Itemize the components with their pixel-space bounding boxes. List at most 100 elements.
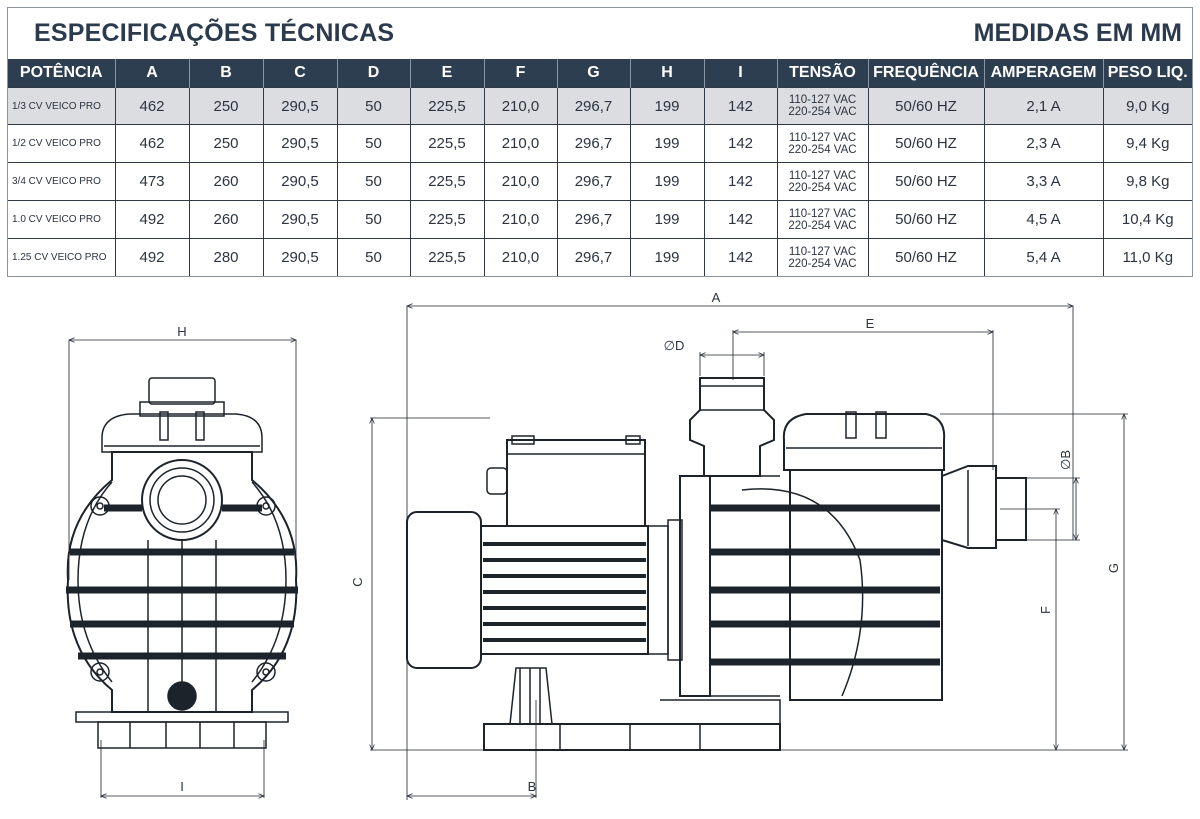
voltage-low: 110-127 VAC xyxy=(788,245,857,258)
cell-h: 199 xyxy=(630,87,705,125)
cell-i: 142 xyxy=(704,124,778,163)
cell-h: 199 xyxy=(630,162,705,201)
col-header: F xyxy=(484,59,558,88)
col-header: G xyxy=(557,59,631,88)
cell-d: 50 xyxy=(337,200,411,239)
cell-h: 199 xyxy=(630,124,705,163)
cell-a: 492 xyxy=(115,200,190,239)
col-header: E xyxy=(410,59,485,88)
weight-cell: 9,0 Kg xyxy=(1103,87,1192,125)
dim-label-b: B xyxy=(528,779,537,794)
cell-b: 280 xyxy=(189,238,264,276)
dim-label-g: G xyxy=(1106,563,1121,573)
col-header: TENSÃO xyxy=(777,59,869,88)
dim-label-i: I xyxy=(180,779,184,794)
col-header: FREQUÊNCIA xyxy=(868,59,985,88)
amperage-cell: 2,1 A xyxy=(984,87,1104,125)
spec-table: POTÊNCIA A B C D E F G H I TENSÃO FREQUÊ… xyxy=(8,59,1192,276)
cell-f: 210,0 xyxy=(484,124,558,163)
amperage-cell: 5,4 A xyxy=(984,238,1104,276)
amperage-cell: 3,3 A xyxy=(984,162,1104,201)
cell-g: 296,7 xyxy=(557,200,631,239)
voltage-low: 110-127 VAC xyxy=(788,94,857,106)
voltage-low: 110-127 VAC xyxy=(788,131,857,144)
col-header: B xyxy=(189,59,264,88)
pump-technical-drawing: H I A E ∅D B C G F ∅B xyxy=(66,290,1128,800)
cell-d: 50 xyxy=(337,162,411,201)
weight-cell: 9,8 Kg xyxy=(1103,162,1192,201)
cell-a: 492 xyxy=(115,238,190,276)
pump-side-view xyxy=(370,306,1128,800)
cell-g: 296,7 xyxy=(557,124,631,163)
spec-sheet: ESPECIFICAÇÕES TÉCNICAS MEDIDAS EM MM PO… xyxy=(7,7,1193,277)
cell-b: 250 xyxy=(189,124,264,163)
model-cell: 1/2 CV VEICO PRO xyxy=(8,124,116,163)
cell-a: 462 xyxy=(115,87,190,125)
cell-f: 210,0 xyxy=(484,162,558,201)
weight-cell: 9,4 Kg xyxy=(1103,124,1192,163)
cell-d: 50 xyxy=(337,124,411,163)
cell-i: 142 xyxy=(704,238,778,276)
frequency-cell: 50/60 HZ xyxy=(868,162,985,201)
model-cell: 1.25 CV VEICO PRO xyxy=(8,238,116,276)
cell-c: 290,5 xyxy=(263,200,338,239)
voltage-low: 110-127 VAC xyxy=(788,207,857,220)
col-header: PESO LIQ. xyxy=(1103,59,1192,88)
frequency-cell: 50/60 HZ xyxy=(868,124,985,163)
cell-a: 473 xyxy=(115,162,190,201)
dim-label-f: F xyxy=(1038,606,1053,614)
cell-g: 296,7 xyxy=(557,162,631,201)
voltage-high: 220-254 VAC xyxy=(788,219,857,232)
voltage-high: 220-254 VAC xyxy=(788,143,857,156)
col-header: H xyxy=(630,59,705,88)
col-header: C xyxy=(263,59,338,88)
cell-f: 210,0 xyxy=(484,238,558,276)
cell-g: 296,7 xyxy=(557,87,631,125)
cell-a: 462 xyxy=(115,124,190,163)
frequency-cell: 50/60 HZ xyxy=(868,238,985,276)
cell-e: 225,5 xyxy=(410,162,485,201)
cell-f: 210,0 xyxy=(484,200,558,239)
cell-i: 142 xyxy=(704,200,778,239)
col-header: D xyxy=(337,59,411,88)
title-bar: ESPECIFICAÇÕES TÉCNICAS MEDIDAS EM MM xyxy=(8,8,1192,59)
cell-b: 260 xyxy=(189,162,264,201)
cell-e: 225,5 xyxy=(410,124,485,163)
dim-label-b-diameter: ∅B xyxy=(1058,450,1073,470)
cell-c: 290,5 xyxy=(263,162,338,201)
model-cell: 1.0 CV VEICO PRO xyxy=(8,200,116,239)
cell-d: 50 xyxy=(337,238,411,276)
cell-d: 50 xyxy=(337,87,411,125)
dim-label-h: H xyxy=(177,324,186,339)
voltage-high: 220-254 VAC xyxy=(788,106,857,118)
dim-label-e: E xyxy=(866,316,875,331)
cell-c: 290,5 xyxy=(263,87,338,125)
cell-i: 142 xyxy=(704,87,778,125)
pump-front-view xyxy=(66,340,298,798)
table-row: 1.25 CV VEICO PRO 492 280 290,5 50 225,5… xyxy=(8,238,1192,276)
cell-i: 142 xyxy=(704,162,778,201)
model-cell: 1/3 CV VEICO PRO xyxy=(8,87,116,125)
weight-cell: 11,0 Kg xyxy=(1103,238,1192,276)
header-row: POTÊNCIA A B C D E F G H I TENSÃO FREQUÊ… xyxy=(8,59,1192,88)
voltage-high: 220-254 VAC xyxy=(788,181,857,194)
frequency-cell: 50/60 HZ xyxy=(868,200,985,239)
amperage-cell: 4,5 A xyxy=(984,200,1104,239)
cell-e: 225,5 xyxy=(410,238,485,276)
dim-label-c: C xyxy=(350,577,365,586)
dim-label-d: ∅D xyxy=(664,338,685,353)
cell-c: 290,5 xyxy=(263,238,338,276)
table-row: 1.0 CV VEICO PRO 492 260 290,5 50 225,5 … xyxy=(8,200,1192,239)
cell-h: 199 xyxy=(630,238,705,276)
sheet-title: ESPECIFICAÇÕES TÉCNICAS xyxy=(34,19,395,47)
dim-label-a: A xyxy=(712,290,721,305)
cell-g: 296,7 xyxy=(557,238,631,276)
col-header: POTÊNCIA xyxy=(8,59,116,88)
voltage-high: 220-254 VAC xyxy=(788,257,857,270)
table-row: 1/2 CV VEICO PRO 462 250 290,5 50 225,5 … xyxy=(8,124,1192,163)
